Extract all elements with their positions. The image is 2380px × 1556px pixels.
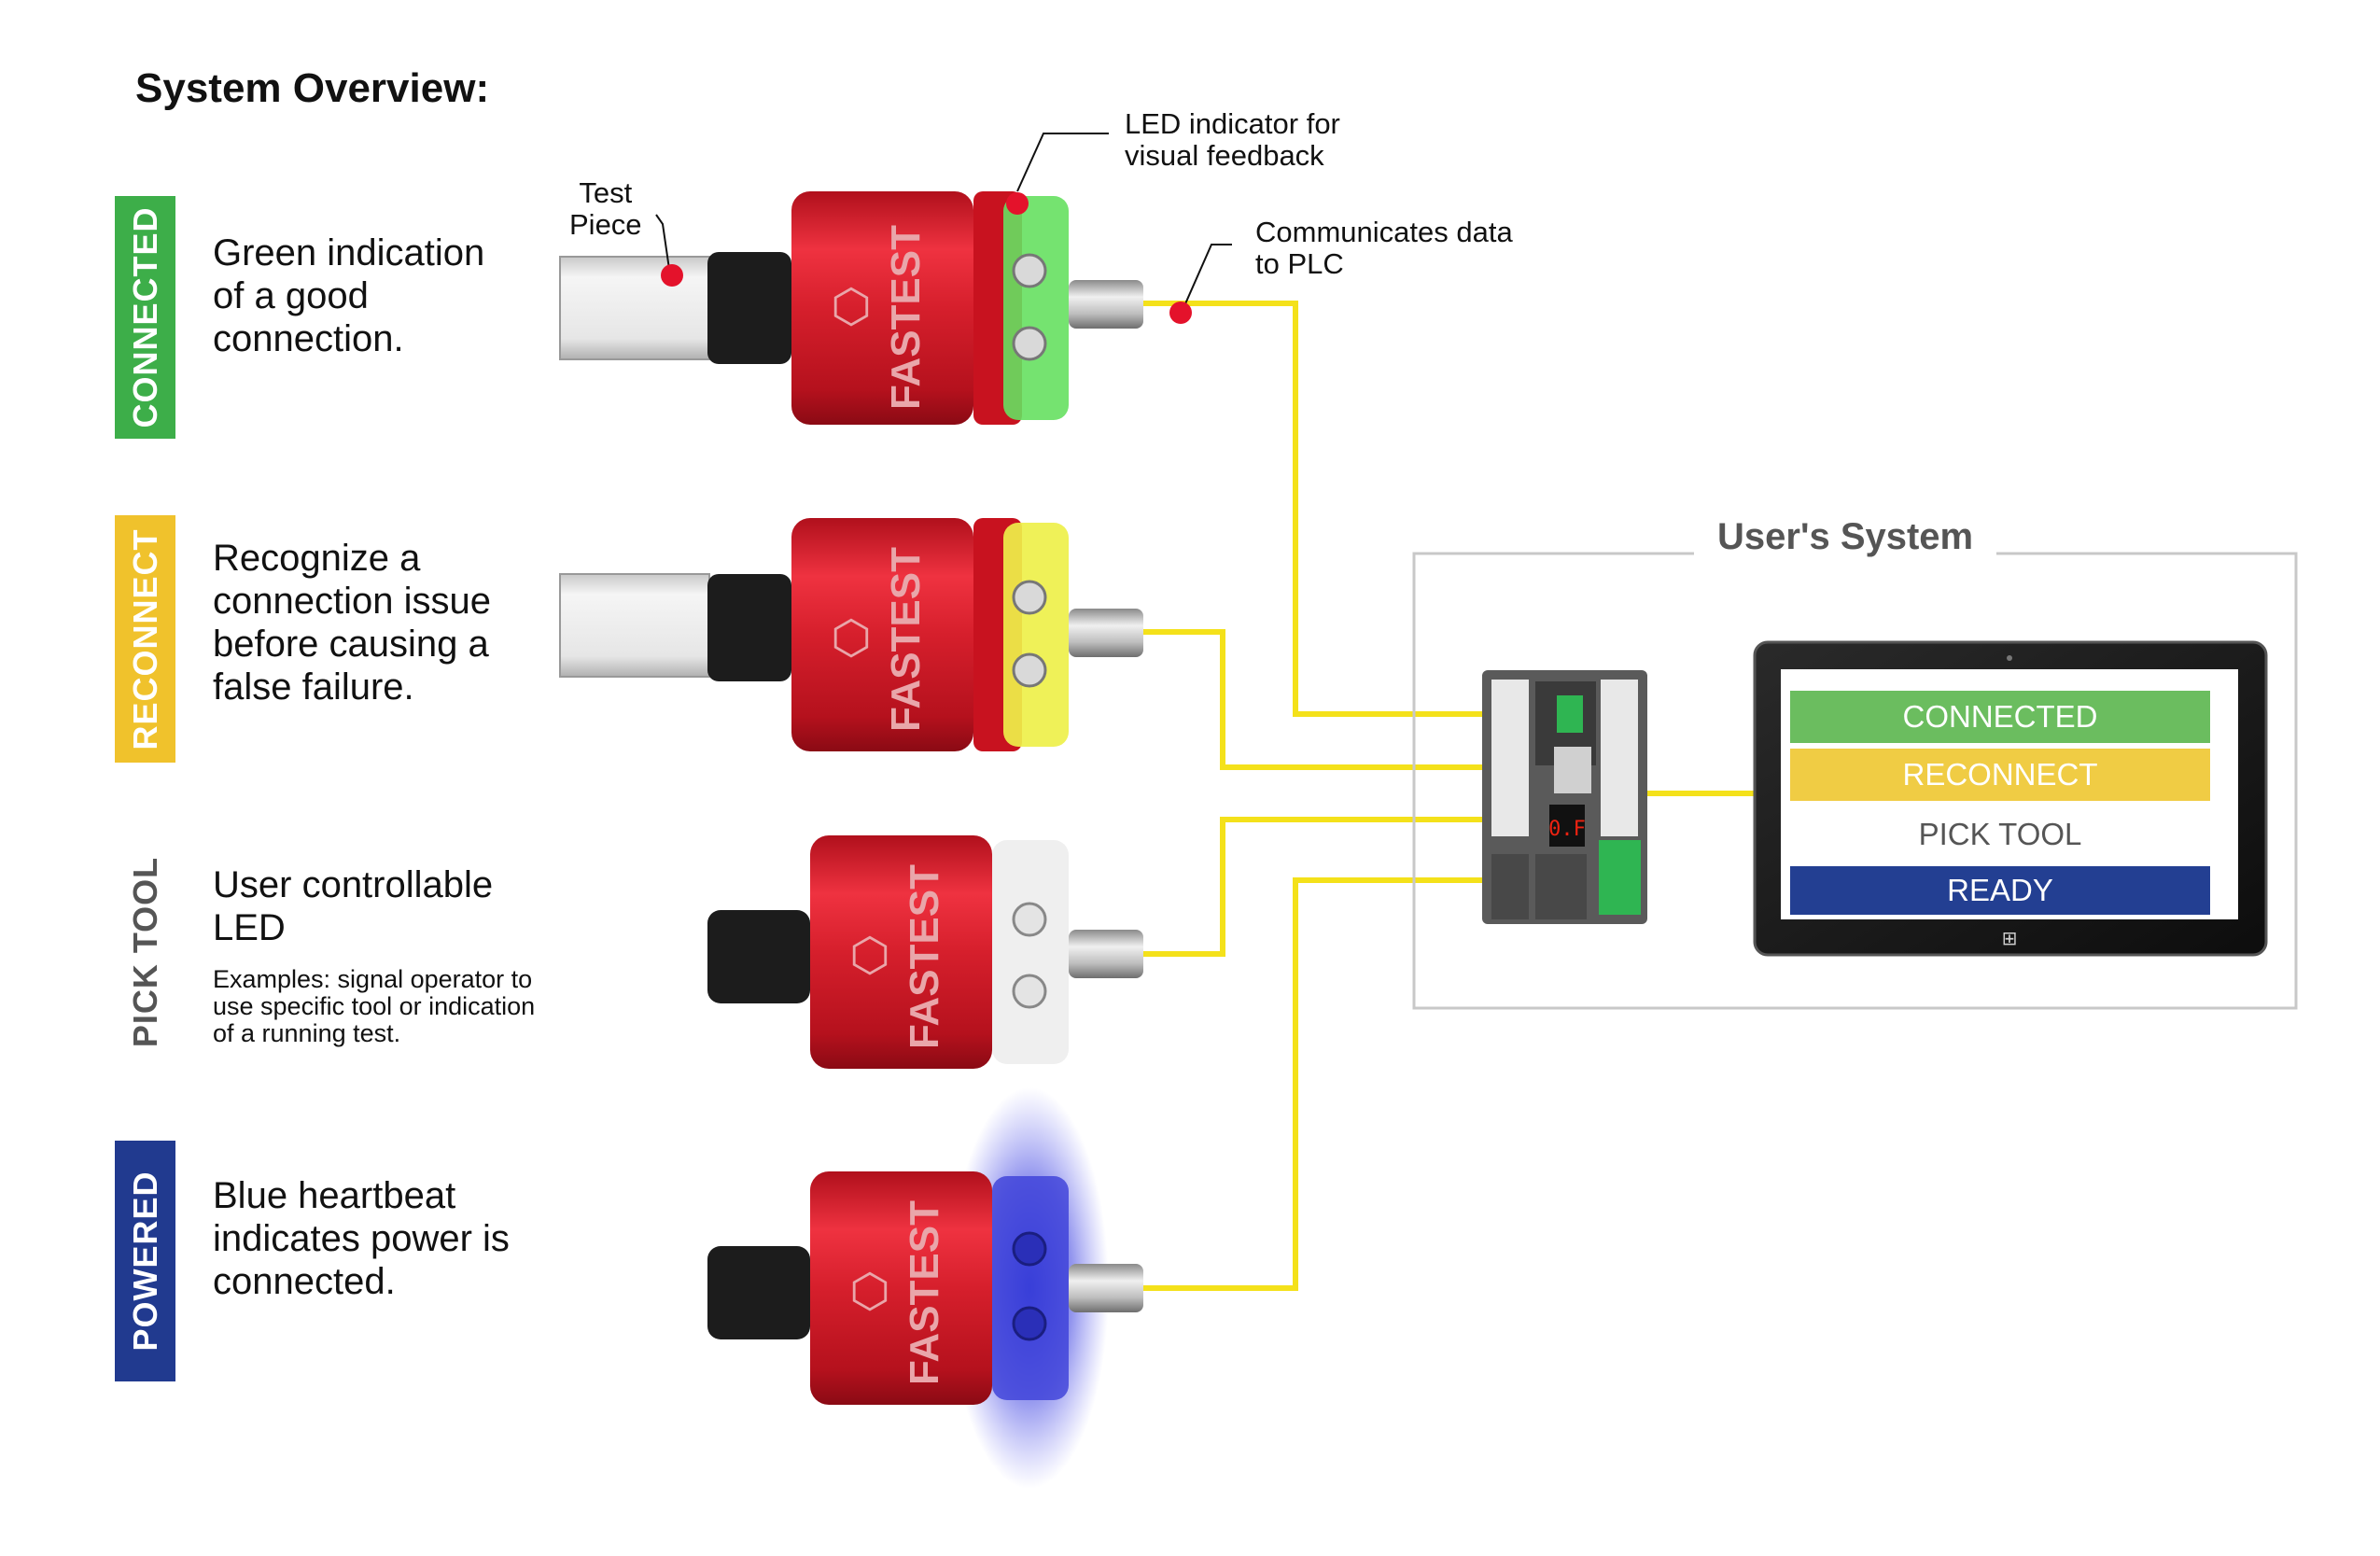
screen-row-ready: READY <box>1790 866 2210 915</box>
signal-wires <box>1143 301 1755 1291</box>
annotation-leaders <box>655 133 1232 309</box>
led-ring-clear <box>992 840 1069 1064</box>
plug-connector <box>707 910 810 1003</box>
desc-line: Green indication <box>213 232 485 273</box>
wire-powered <box>1143 877 1482 1291</box>
annotation-test-piece: Test Piece <box>569 176 642 241</box>
cable-fitting <box>1069 609 1143 657</box>
plc-controller: 0.F <box>1482 670 1647 924</box>
desc-pick-tool: User controllable LED <box>213 863 605 949</box>
badge-pick-tool: PICK TOOL <box>115 831 175 1073</box>
screen-row-label: PICK TOOL <box>1918 817 2082 851</box>
brand-emblem-icon: ⬡ <box>831 279 872 333</box>
badge-connected: CONNECTED <box>115 196 175 439</box>
device-body <box>810 835 992 1069</box>
desc-line: false failure. <box>213 666 414 708</box>
desc-line: of a running test. <box>213 1019 401 1047</box>
desc-line: Blue heartbeat <box>213 1175 456 1216</box>
cable-fitting <box>1069 930 1143 978</box>
led-ring-blue <box>992 1176 1069 1400</box>
device-powered: FASTEST ⬡ <box>707 1087 1143 1489</box>
led-button <box>1012 326 1047 361</box>
screen-row-label: CONNECTED <box>1902 699 2098 734</box>
screen-row-label: READY <box>1947 873 2053 907</box>
plug-connector <box>707 1246 810 1339</box>
device-pick-tool: FASTEST ⬡ <box>707 835 1143 1069</box>
wire-pick-tool <box>1143 817 1482 957</box>
desc-line: connected. <box>213 1261 396 1302</box>
desc-line: connection issue <box>213 581 491 622</box>
led-button <box>1012 1231 1047 1267</box>
brand-emblem-icon: ⬡ <box>831 610 872 665</box>
wire-connected <box>1143 301 1482 717</box>
leader-led <box>1016 133 1109 192</box>
windows-icon: ⊞ <box>2002 927 2018 949</box>
device-connected: FASTEST ⬡ <box>559 191 1143 425</box>
led-button <box>1012 253 1047 288</box>
test-piece-connector <box>707 252 791 364</box>
marker-dot <box>661 264 683 287</box>
badge-label: POWERED <box>125 1171 164 1352</box>
test-piece-tube <box>559 256 710 360</box>
brand-emblem-icon: ⬡ <box>849 1264 890 1318</box>
plc-display: 0.F <box>1548 818 1586 841</box>
brand-logo: FASTEST <box>902 864 947 1049</box>
badge-label: CONNECTED <box>125 206 164 428</box>
desc-reconnect: Recognize a connection issue before caus… <box>213 537 605 708</box>
wire-reconnect <box>1143 629 1482 770</box>
page-title: System Overview: <box>135 65 490 111</box>
test-piece-connector <box>707 574 791 681</box>
device-body <box>791 191 973 425</box>
desc-line: User controllable <box>213 864 494 905</box>
marker-dot <box>1169 301 1192 324</box>
desc-pick-tool-examples: Examples: signal operator to use specifi… <box>213 966 605 1047</box>
badge-reconnect: RECONNECT <box>115 515 175 763</box>
screen-row-pick-tool: PICK TOOL <box>1790 808 2210 861</box>
led-button <box>1012 902 1047 937</box>
device-body <box>810 1171 992 1405</box>
test-piece-tube <box>559 573 710 678</box>
screen-row-label: RECONNECT <box>1902 757 2098 792</box>
led-button <box>1012 580 1047 615</box>
desc-powered: Blue heartbeat indicates power is connec… <box>213 1174 605 1303</box>
led-ring-yellow <box>1003 523 1069 747</box>
marker-dot <box>1006 192 1029 215</box>
desc-line: Examples: signal operator to <box>213 965 533 993</box>
brand-logo: FASTEST <box>883 547 929 732</box>
badge-label: PICK TOOL <box>125 856 164 1048</box>
desc-line: Recognize a <box>213 538 421 579</box>
leader-plc <box>1183 244 1232 309</box>
desc-line: of a good <box>213 275 369 316</box>
leader-test-piece <box>655 214 671 276</box>
brand-emblem-icon: ⬡ <box>849 928 890 982</box>
badge-label: RECONNECT <box>125 527 164 750</box>
users-system-title: User's System <box>1694 516 1997 558</box>
led-button <box>1012 652 1047 688</box>
cable-fitting <box>1069 280 1143 329</box>
screen-row-reconnect: RECONNECT <box>1790 749 2210 801</box>
annotation-led-indicator: LED indicator for visual feedback <box>1125 107 1340 172</box>
brand-logo: FASTEST <box>902 1200 947 1385</box>
led-ring-green <box>1003 196 1069 420</box>
cable-fitting <box>1069 1264 1143 1312</box>
brand-logo: FASTEST <box>883 225 929 410</box>
desc-line: indicates power is <box>213 1218 510 1259</box>
led-button <box>1012 1306 1047 1341</box>
desc-line: connection. <box>213 318 404 359</box>
device-reconnect: FASTEST ⬡ <box>559 518 1143 751</box>
screen-row-connected: CONNECTED <box>1790 691 2210 743</box>
annotation-communicates: Communicates data to PLC <box>1255 216 1513 280</box>
desc-line: LED <box>213 907 286 948</box>
badge-powered: POWERED <box>115 1141 175 1381</box>
led-button <box>1012 974 1047 1009</box>
desc-line: before causing a <box>213 624 489 665</box>
device-body <box>791 518 973 751</box>
desc-line: use specific tool or indication <box>213 992 536 1020</box>
desc-connected: Green indication of a good connection. <box>213 231 605 360</box>
